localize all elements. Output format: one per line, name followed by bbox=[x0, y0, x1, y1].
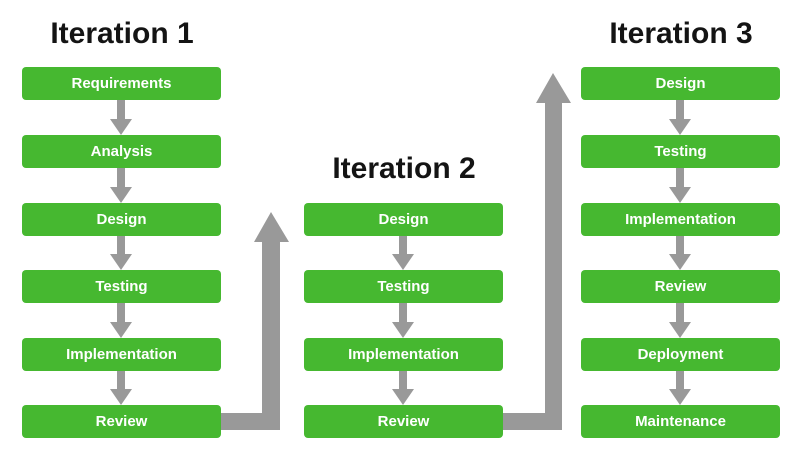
iteration-3-flow-arrow-5 bbox=[669, 371, 691, 405]
iteration-1-step-implementation: Implementation bbox=[22, 338, 221, 371]
iteration-1-flow-arrow-2 bbox=[110, 168, 132, 203]
iteration-3-step-implementation: Implementation bbox=[581, 203, 780, 236]
iteration-2-step-review: Review bbox=[304, 405, 503, 438]
iteration-1-flow-arrow-5 bbox=[110, 371, 132, 405]
iteration-1-step-review: Review bbox=[22, 405, 221, 438]
iteration-1-flow-arrow-1 bbox=[110, 100, 132, 135]
iteration-2-step-design: Design bbox=[304, 203, 503, 236]
iteration-1-title: Iteration 1 bbox=[50, 17, 194, 50]
iteration-3-step-testing: Testing bbox=[581, 135, 780, 168]
iteration-3-flow-arrow-2 bbox=[669, 168, 691, 203]
iteration-1-step-analysis: Analysis bbox=[22, 135, 221, 168]
iteration-2-step-testing: Testing bbox=[304, 270, 503, 303]
iteration-2-flow-arrow-3 bbox=[392, 371, 414, 405]
iteration-1-to-2-arrow bbox=[221, 212, 289, 430]
iteration-2-flow-arrow-2 bbox=[392, 303, 414, 338]
iteration-3-flow-arrow-3 bbox=[669, 236, 691, 270]
iteration-3-step-deployment: Deployment bbox=[581, 338, 780, 371]
iteration-2-title: Iteration 2 bbox=[332, 152, 476, 185]
iteration-2-step-implementation: Implementation bbox=[304, 338, 503, 371]
iteration-2-to-3-arrow bbox=[503, 73, 571, 430]
iteration-3-step-maintenance: Maintenance bbox=[581, 405, 780, 438]
iteration-3-flow-arrow-1 bbox=[669, 100, 691, 135]
iteration-1-flow-arrow-3 bbox=[110, 236, 132, 270]
iteration-1-step-requirements: Requirements bbox=[22, 67, 221, 100]
iteration-1-step-testing: Testing bbox=[22, 270, 221, 303]
iteration-1-step-design: Design bbox=[22, 203, 221, 236]
iteration-3-title: Iteration 3 bbox=[609, 17, 753, 50]
iteration-3-flow-arrow-4 bbox=[669, 303, 691, 338]
iteration-2-flow-arrow-1 bbox=[392, 236, 414, 270]
iteration-3-step-review: Review bbox=[581, 270, 780, 303]
iteration-3-step-design: Design bbox=[581, 67, 780, 100]
iteration-1-flow-arrow-4 bbox=[110, 303, 132, 338]
